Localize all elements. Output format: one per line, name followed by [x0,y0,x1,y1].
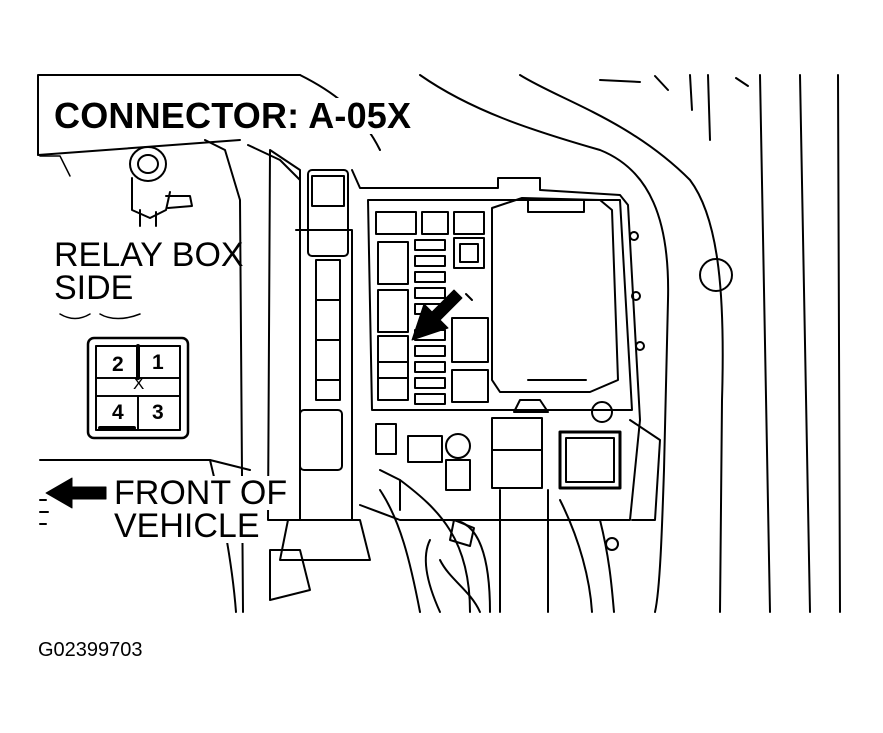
pointer-arrow-icon [411,289,473,341]
connector-face-icon [86,336,190,440]
front-of-vehicle-label-line2: VEHICLE [114,507,260,545]
mounting-stud [129,146,193,227]
front-arrow-icon [45,477,107,509]
wire-harness [379,479,615,613]
pin-2-label: 2 [112,353,124,376]
figure-id: G02399703 [38,639,143,661]
connector-title: CONNECTOR: A-05X [52,95,414,136]
left-fuse-strip [267,149,371,601]
relay-box-side-label-line2: SIDE [54,269,134,307]
front-of-vehicle-label-line1: FRONT OF [114,474,288,512]
relay-label-bracket [39,155,141,320]
pin-1-label: 1 [152,351,164,374]
pin-3-label: 3 [152,401,164,424]
connector-center-mark: X [133,374,145,393]
relay-box-body [351,169,661,551]
pin-4-label: 4 [112,401,124,424]
vehicle-body-outline [37,74,841,613]
relay-box-side-label-line1: RELAY BOX [54,236,244,274]
